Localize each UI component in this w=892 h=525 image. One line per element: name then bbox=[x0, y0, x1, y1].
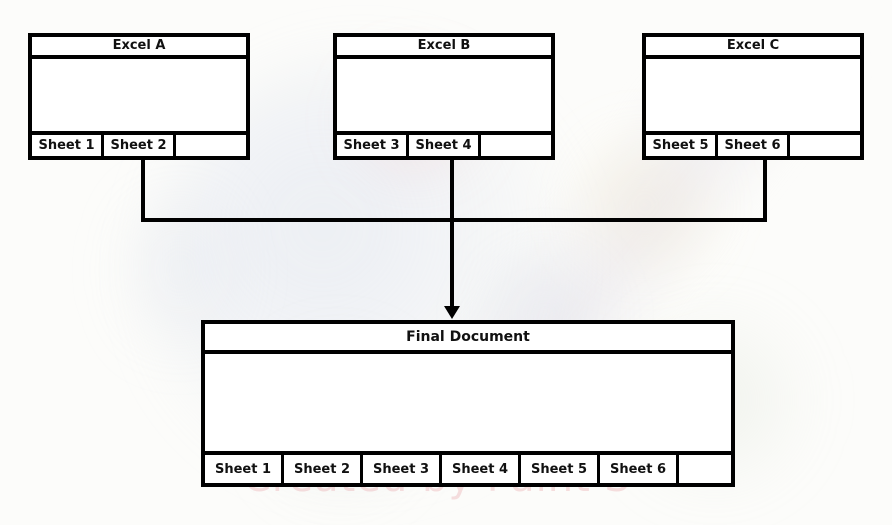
final-document-title: Final Document bbox=[205, 324, 731, 354]
sheet-tab[interactable]: Sheet 4 bbox=[442, 455, 521, 483]
sheet-tab[interactable]: Sheet 3 bbox=[337, 135, 409, 156]
sheet-tab-empty[interactable] bbox=[481, 135, 551, 156]
sheet-tab[interactable]: Sheet 1 bbox=[32, 135, 104, 156]
sheet-tab[interactable]: Sheet 3 bbox=[363, 455, 442, 483]
final-document-box[interactable]: Final Document Sheet 1 Sheet 2 Sheet 3 S… bbox=[201, 320, 735, 487]
sheet-tab-row-excel-a: Sheet 1 Sheet 2 bbox=[32, 131, 246, 156]
workbook-title-excel-a: Excel A bbox=[32, 37, 246, 59]
workbook-title-excel-c: Excel C bbox=[646, 37, 860, 59]
sheet-tab[interactable]: Sheet 6 bbox=[718, 135, 790, 156]
final-document-body bbox=[205, 354, 731, 451]
sheet-tab[interactable]: Sheet 6 bbox=[600, 455, 679, 483]
sheet-tab[interactable]: Sheet 5 bbox=[521, 455, 600, 483]
workbook-body-excel-b bbox=[337, 59, 551, 131]
workbook-body-excel-c bbox=[646, 59, 860, 131]
arrow-head-icon bbox=[444, 306, 460, 319]
workbook-excel-c[interactable]: Excel C Sheet 5 Sheet 6 bbox=[642, 33, 864, 160]
sheet-tab-row-excel-b: Sheet 3 Sheet 4 bbox=[337, 131, 551, 156]
connector-line-to-final-document bbox=[450, 218, 454, 308]
sheet-tab[interactable]: Sheet 4 bbox=[409, 135, 481, 156]
sheet-tab-empty[interactable] bbox=[679, 455, 731, 483]
workbook-body-excel-a bbox=[32, 59, 246, 131]
sheet-tab-empty[interactable] bbox=[176, 135, 246, 156]
workbook-excel-a[interactable]: Excel A Sheet 1 Sheet 2 bbox=[28, 33, 250, 160]
connector-line-excel-a-drop bbox=[141, 160, 145, 222]
sheet-tab[interactable]: Sheet 2 bbox=[284, 455, 363, 483]
workbook-excel-b[interactable]: Excel B Sheet 3 Sheet 4 bbox=[333, 33, 555, 160]
sheet-tab[interactable]: Sheet 2 bbox=[104, 135, 176, 156]
sheet-tab[interactable]: Sheet 1 bbox=[205, 455, 284, 483]
sheet-tab-row-final-document: Sheet 1 Sheet 2 Sheet 3 Sheet 4 Sheet 5 … bbox=[205, 451, 731, 483]
connector-line-excel-b-drop bbox=[450, 160, 454, 222]
connector-bus-horizontal bbox=[141, 218, 767, 222]
sheet-tab-empty[interactable] bbox=[790, 135, 860, 156]
workbook-title-excel-b: Excel B bbox=[337, 37, 551, 59]
sheet-tab-row-excel-c: Sheet 5 Sheet 6 bbox=[646, 131, 860, 156]
sheet-tab[interactable]: Sheet 5 bbox=[646, 135, 718, 156]
connector-line-excel-c-drop bbox=[763, 160, 767, 222]
